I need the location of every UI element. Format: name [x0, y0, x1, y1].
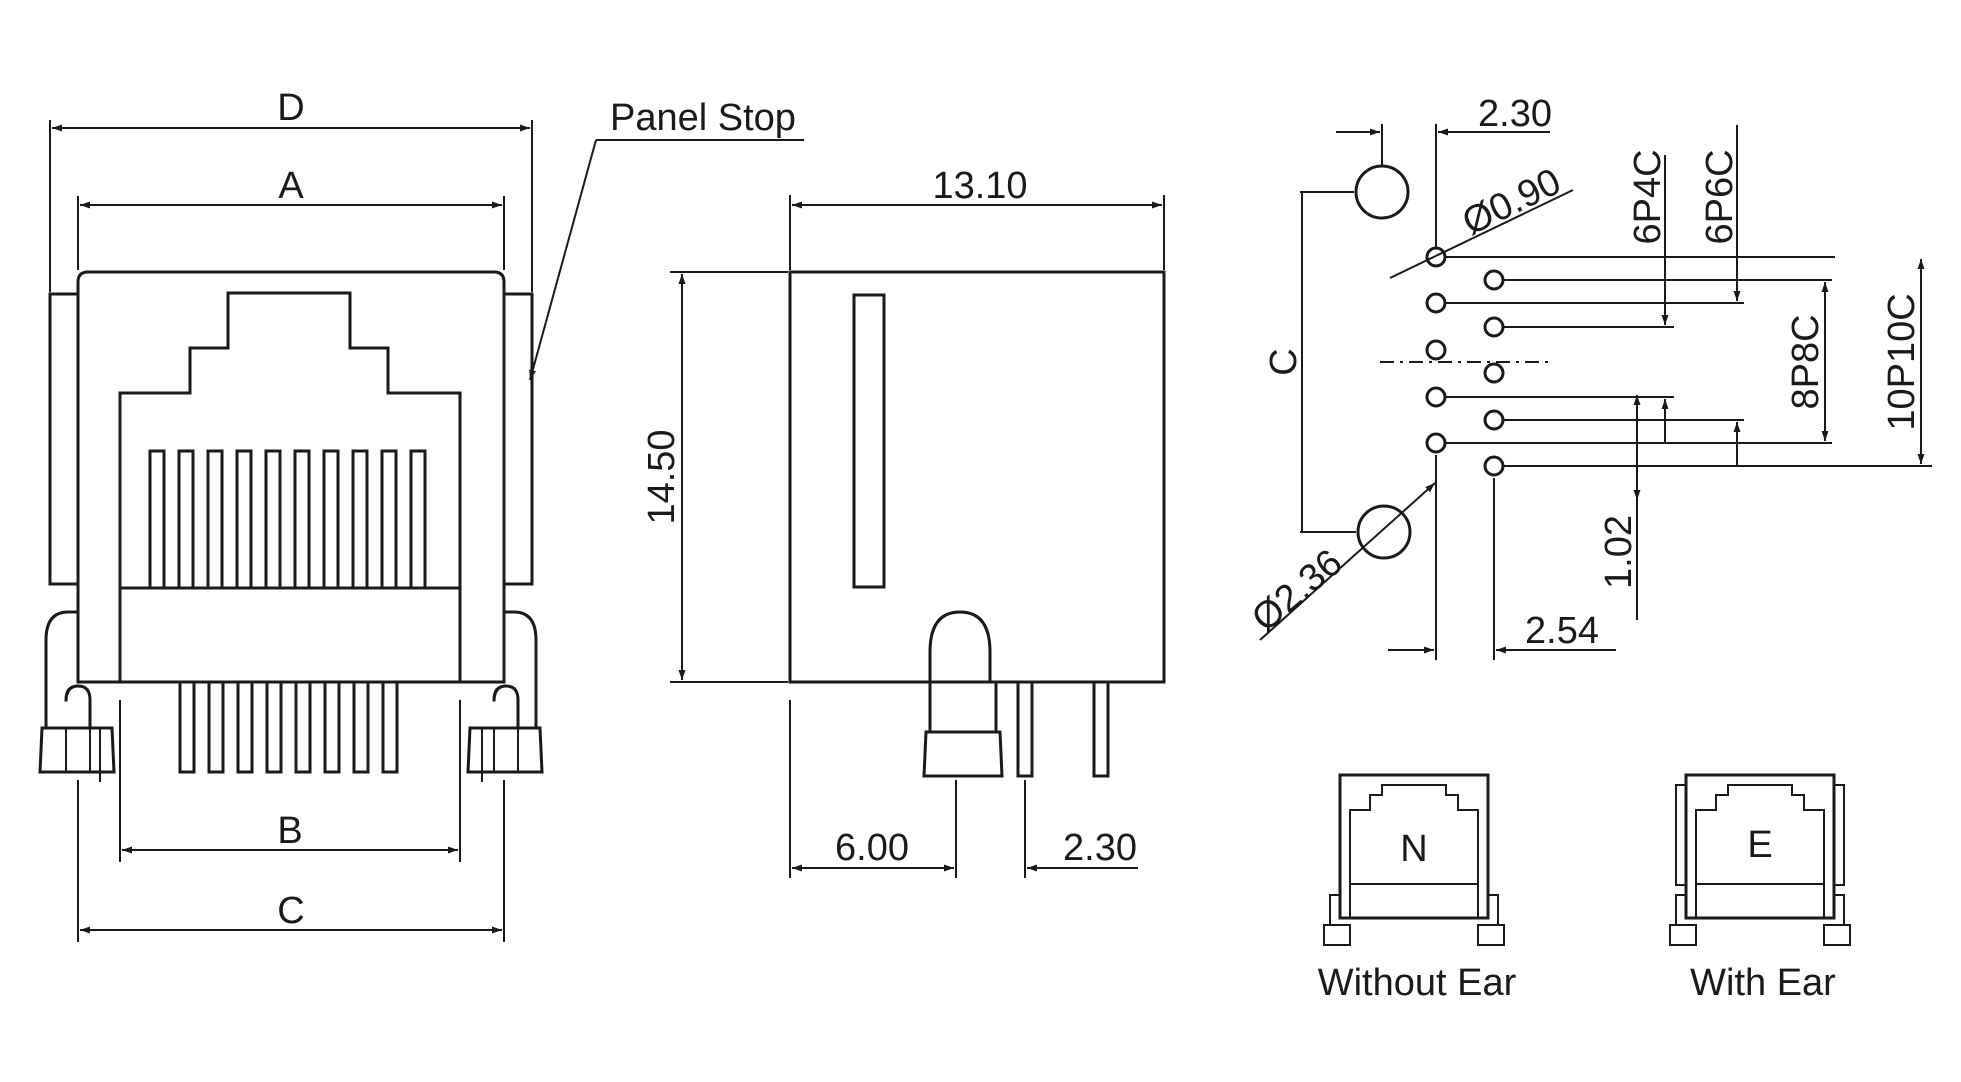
dim-post-offset: 6.00 — [835, 827, 909, 869]
pcb-footprint: 6P4C 6P6C 8P8C 10P10C 2.30 Ø0.90 C Ø2.36… — [1244, 93, 1932, 660]
dim-label-c: C — [277, 890, 304, 932]
panel-stop-callout: Panel Stop — [610, 97, 796, 139]
dim-row-spacing: 1.02 — [1598, 515, 1640, 589]
label-8p8c: 8P8C — [1785, 314, 1827, 409]
caption-without-ear: Without Ear — [1318, 962, 1517, 1004]
dim-row-offset: 2.30 — [1478, 93, 1552, 135]
variant-without-ear: N Without Ear — [1318, 773, 1517, 1004]
front-contacts — [148, 449, 427, 590]
label-10p10c: 10P10C — [1881, 293, 1923, 430]
dim-side-height: 14.50 — [641, 429, 683, 524]
label-6p4c: 6P4C — [1627, 149, 1669, 244]
dim-footprint-pin-pitch: 2.54 — [1525, 610, 1599, 652]
variant-with-ear: E With Ear — [1669, 773, 1851, 1004]
side-view: 13.10 14.50 6.00 2.30 — [641, 165, 1166, 878]
dim-side-width: 13.10 — [932, 165, 1027, 207]
dim-label-a: A — [278, 165, 304, 207]
dim-label-d: D — [277, 87, 304, 129]
variant-letter-n: N — [1400, 828, 1427, 870]
dim-side-pin-pitch: 2.30 — [1063, 827, 1137, 869]
label-6p6c: 6P6C — [1699, 149, 1741, 244]
dim-footprint-c: C — [1263, 348, 1305, 375]
variant-letter-e: E — [1747, 824, 1772, 866]
dim-label-b: B — [277, 810, 302, 852]
caption-with-ear: With Ear — [1690, 962, 1836, 1004]
dim-large-hole: Ø2.36 — [1244, 541, 1350, 640]
front-pins — [178, 680, 399, 774]
dim-small-hole: Ø0.90 — [1456, 161, 1567, 244]
front-view: D A B C Panel Stop — [38, 87, 804, 942]
